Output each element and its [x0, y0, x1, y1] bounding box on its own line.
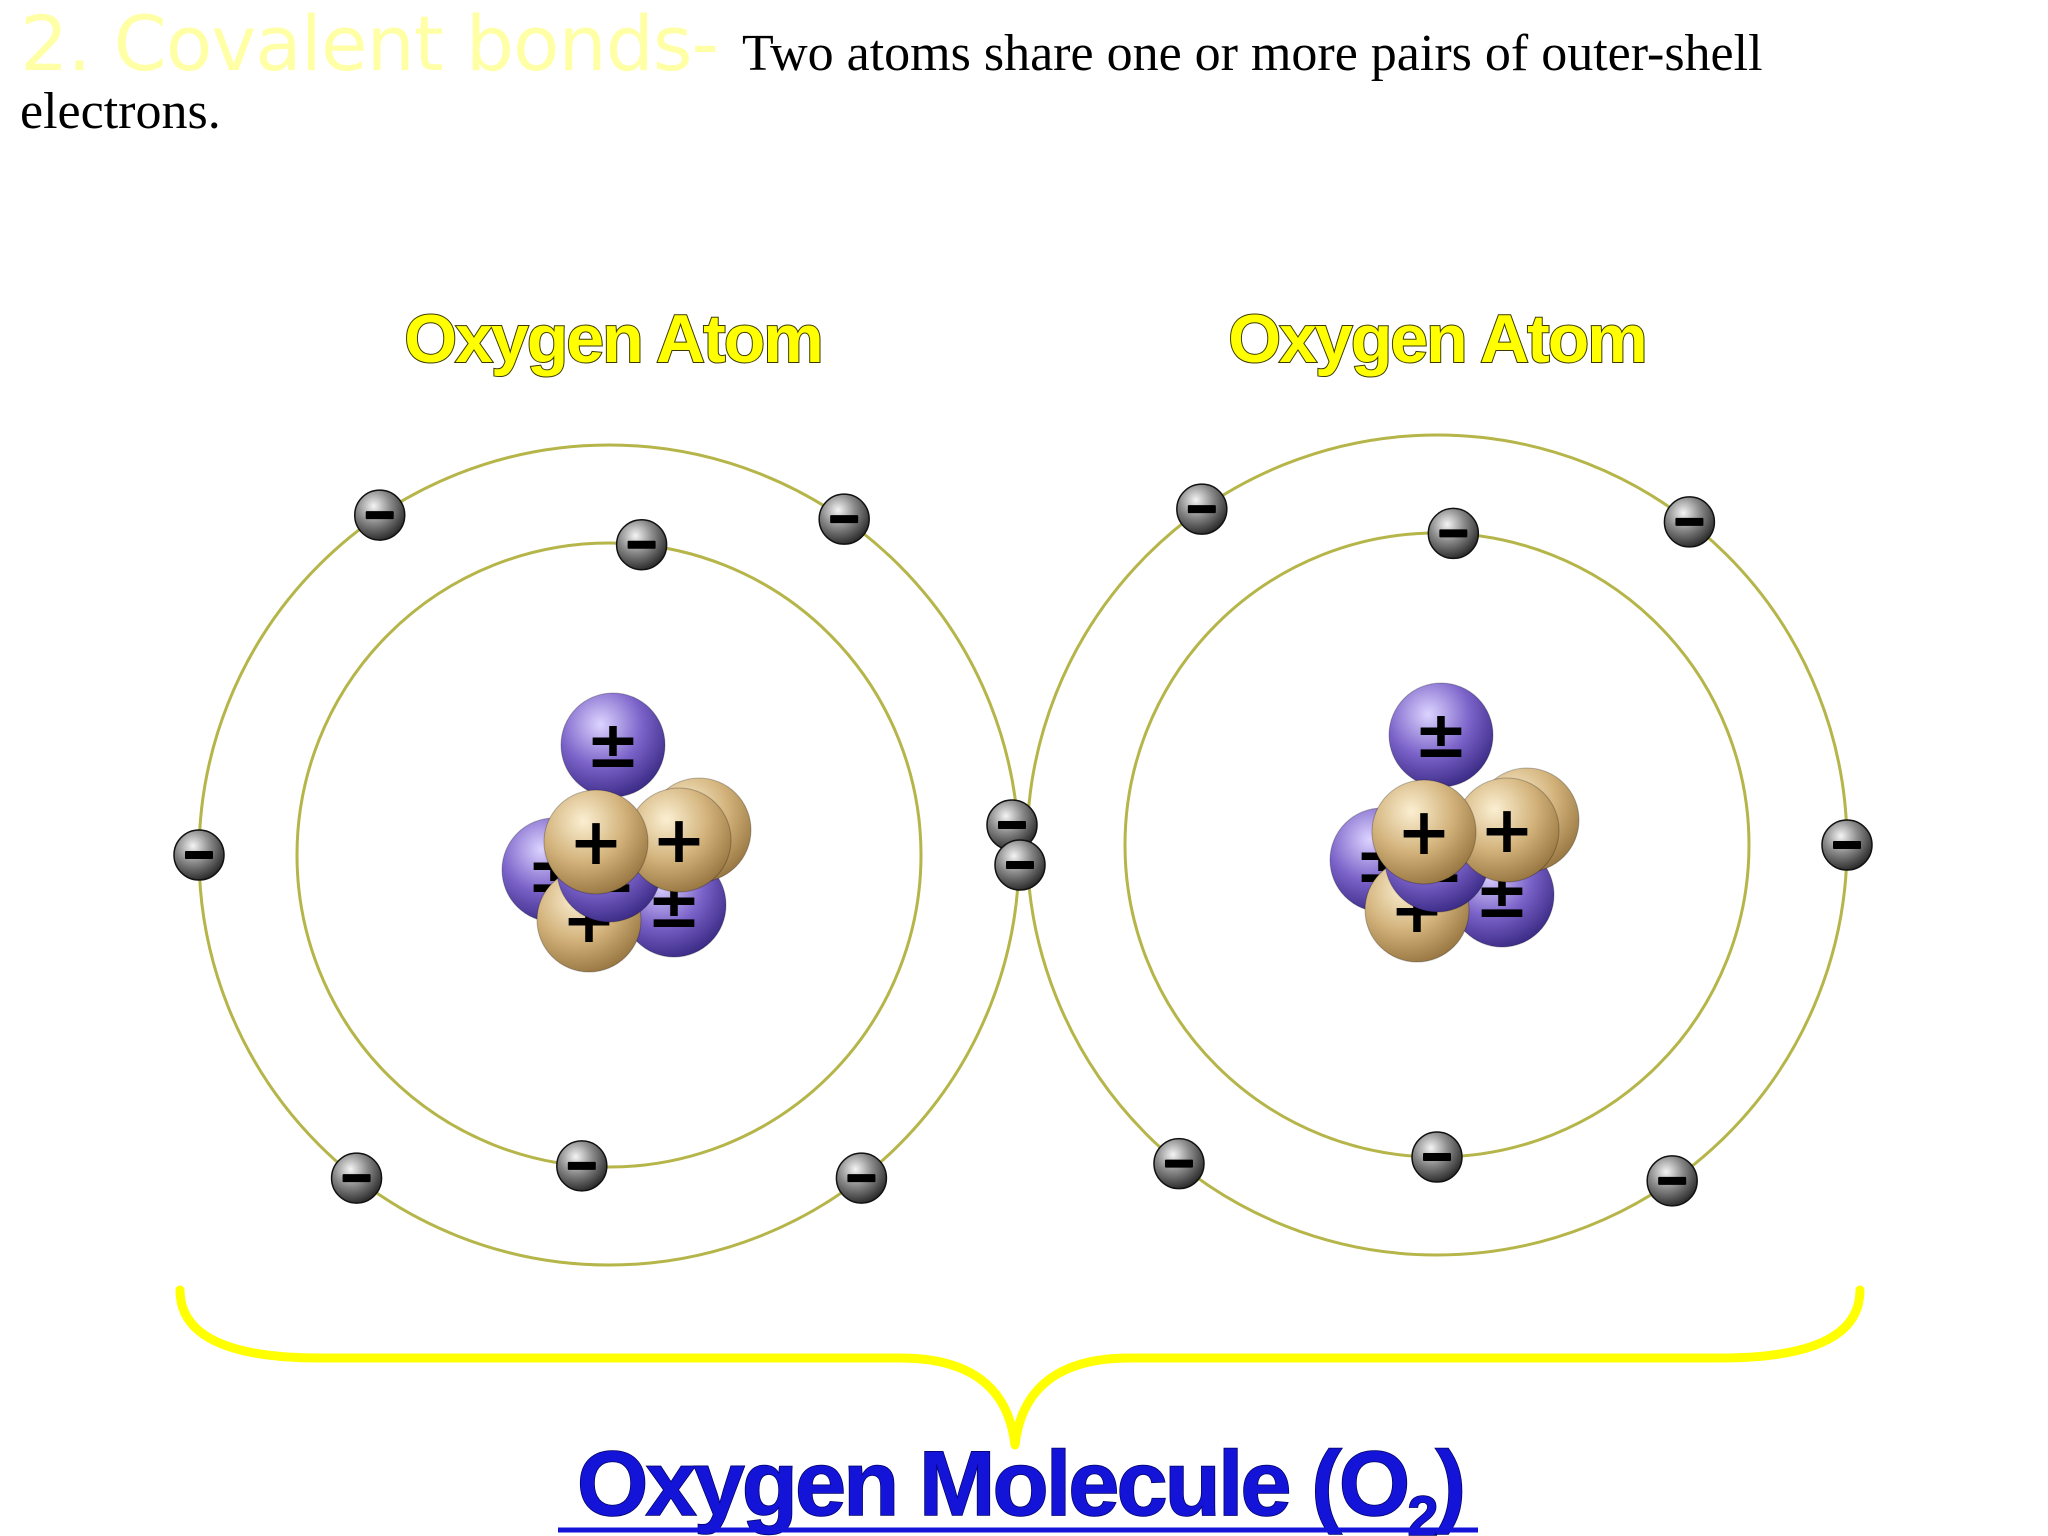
- outer-electron: [1663, 496, 1716, 548]
- proton-symbol: +: [569, 805, 623, 880]
- proton-particle: +: [543, 789, 649, 895]
- proton-particle: +: [626, 787, 732, 893]
- heading-line: 2. Covalent bonds-Two atoms share one or…: [20, 6, 2000, 82]
- outer-electron: [1821, 819, 1873, 871]
- inner-electron: [1411, 1131, 1463, 1183]
- outer-electron: [1646, 1155, 1698, 1207]
- inner-orbit-1: [295, 541, 923, 1169]
- caption-subscript: 2: [1407, 1484, 1436, 1536]
- molecule-caption: Oxygen Molecule (O2): [558, 1432, 1478, 1536]
- molecule-brace: [175, 1285, 1865, 1450]
- outer-electron: [353, 489, 406, 541]
- nucleus-2: ±±++±+±+: [1329, 682, 1580, 963]
- atom-label-left: Oxygen Atom: [404, 301, 822, 377]
- outer-electron: [1176, 483, 1228, 535]
- outer-electron: [173, 829, 225, 881]
- slide-heading: 2. Covalent bonds-: [20, 0, 719, 88]
- outer-electron: [818, 493, 870, 545]
- proton-particle: +: [1371, 779, 1477, 885]
- inner-electron: [1427, 507, 1480, 560]
- proton-symbol: +: [652, 803, 706, 878]
- outer-electron: [835, 1152, 888, 1204]
- molecule-caption-text: Oxygen Molecule (O2): [577, 1433, 1463, 1536]
- slide-header: 2. Covalent bonds-Two atoms share one or…: [20, 6, 2000, 138]
- inner-electron: [556, 1140, 608, 1192]
- inner-electron: [615, 518, 668, 571]
- outer-electron: [1153, 1137, 1205, 1190]
- description-line-2: electrons.: [20, 83, 221, 140]
- proton-symbol: +: [1397, 795, 1451, 870]
- caption-prefix: Oxygen Molecule (O: [577, 1433, 1407, 1535]
- nucleus-1: ±±++±+±+: [501, 692, 752, 973]
- neutron-symbol: ±: [1414, 698, 1468, 773]
- shared-electron: [994, 839, 1046, 891]
- neutron-symbol: ±: [586, 708, 640, 783]
- proton-particle: +: [1454, 777, 1560, 883]
- proton-symbol: +: [1480, 793, 1534, 868]
- neutron-particle: ±: [560, 692, 666, 798]
- nuclei: ±±++±+±+±±++±+±+: [501, 682, 1580, 973]
- outer-electron: [330, 1152, 383, 1204]
- atom-label-right: Oxygen Atom: [1228, 301, 1646, 377]
- description-line-1: Two atoms share one or more pairs of out…: [741, 25, 1763, 82]
- caption-suffix: ): [1435, 1433, 1463, 1535]
- electrons: [173, 483, 1873, 1207]
- neutron-particle: ±: [1388, 682, 1494, 788]
